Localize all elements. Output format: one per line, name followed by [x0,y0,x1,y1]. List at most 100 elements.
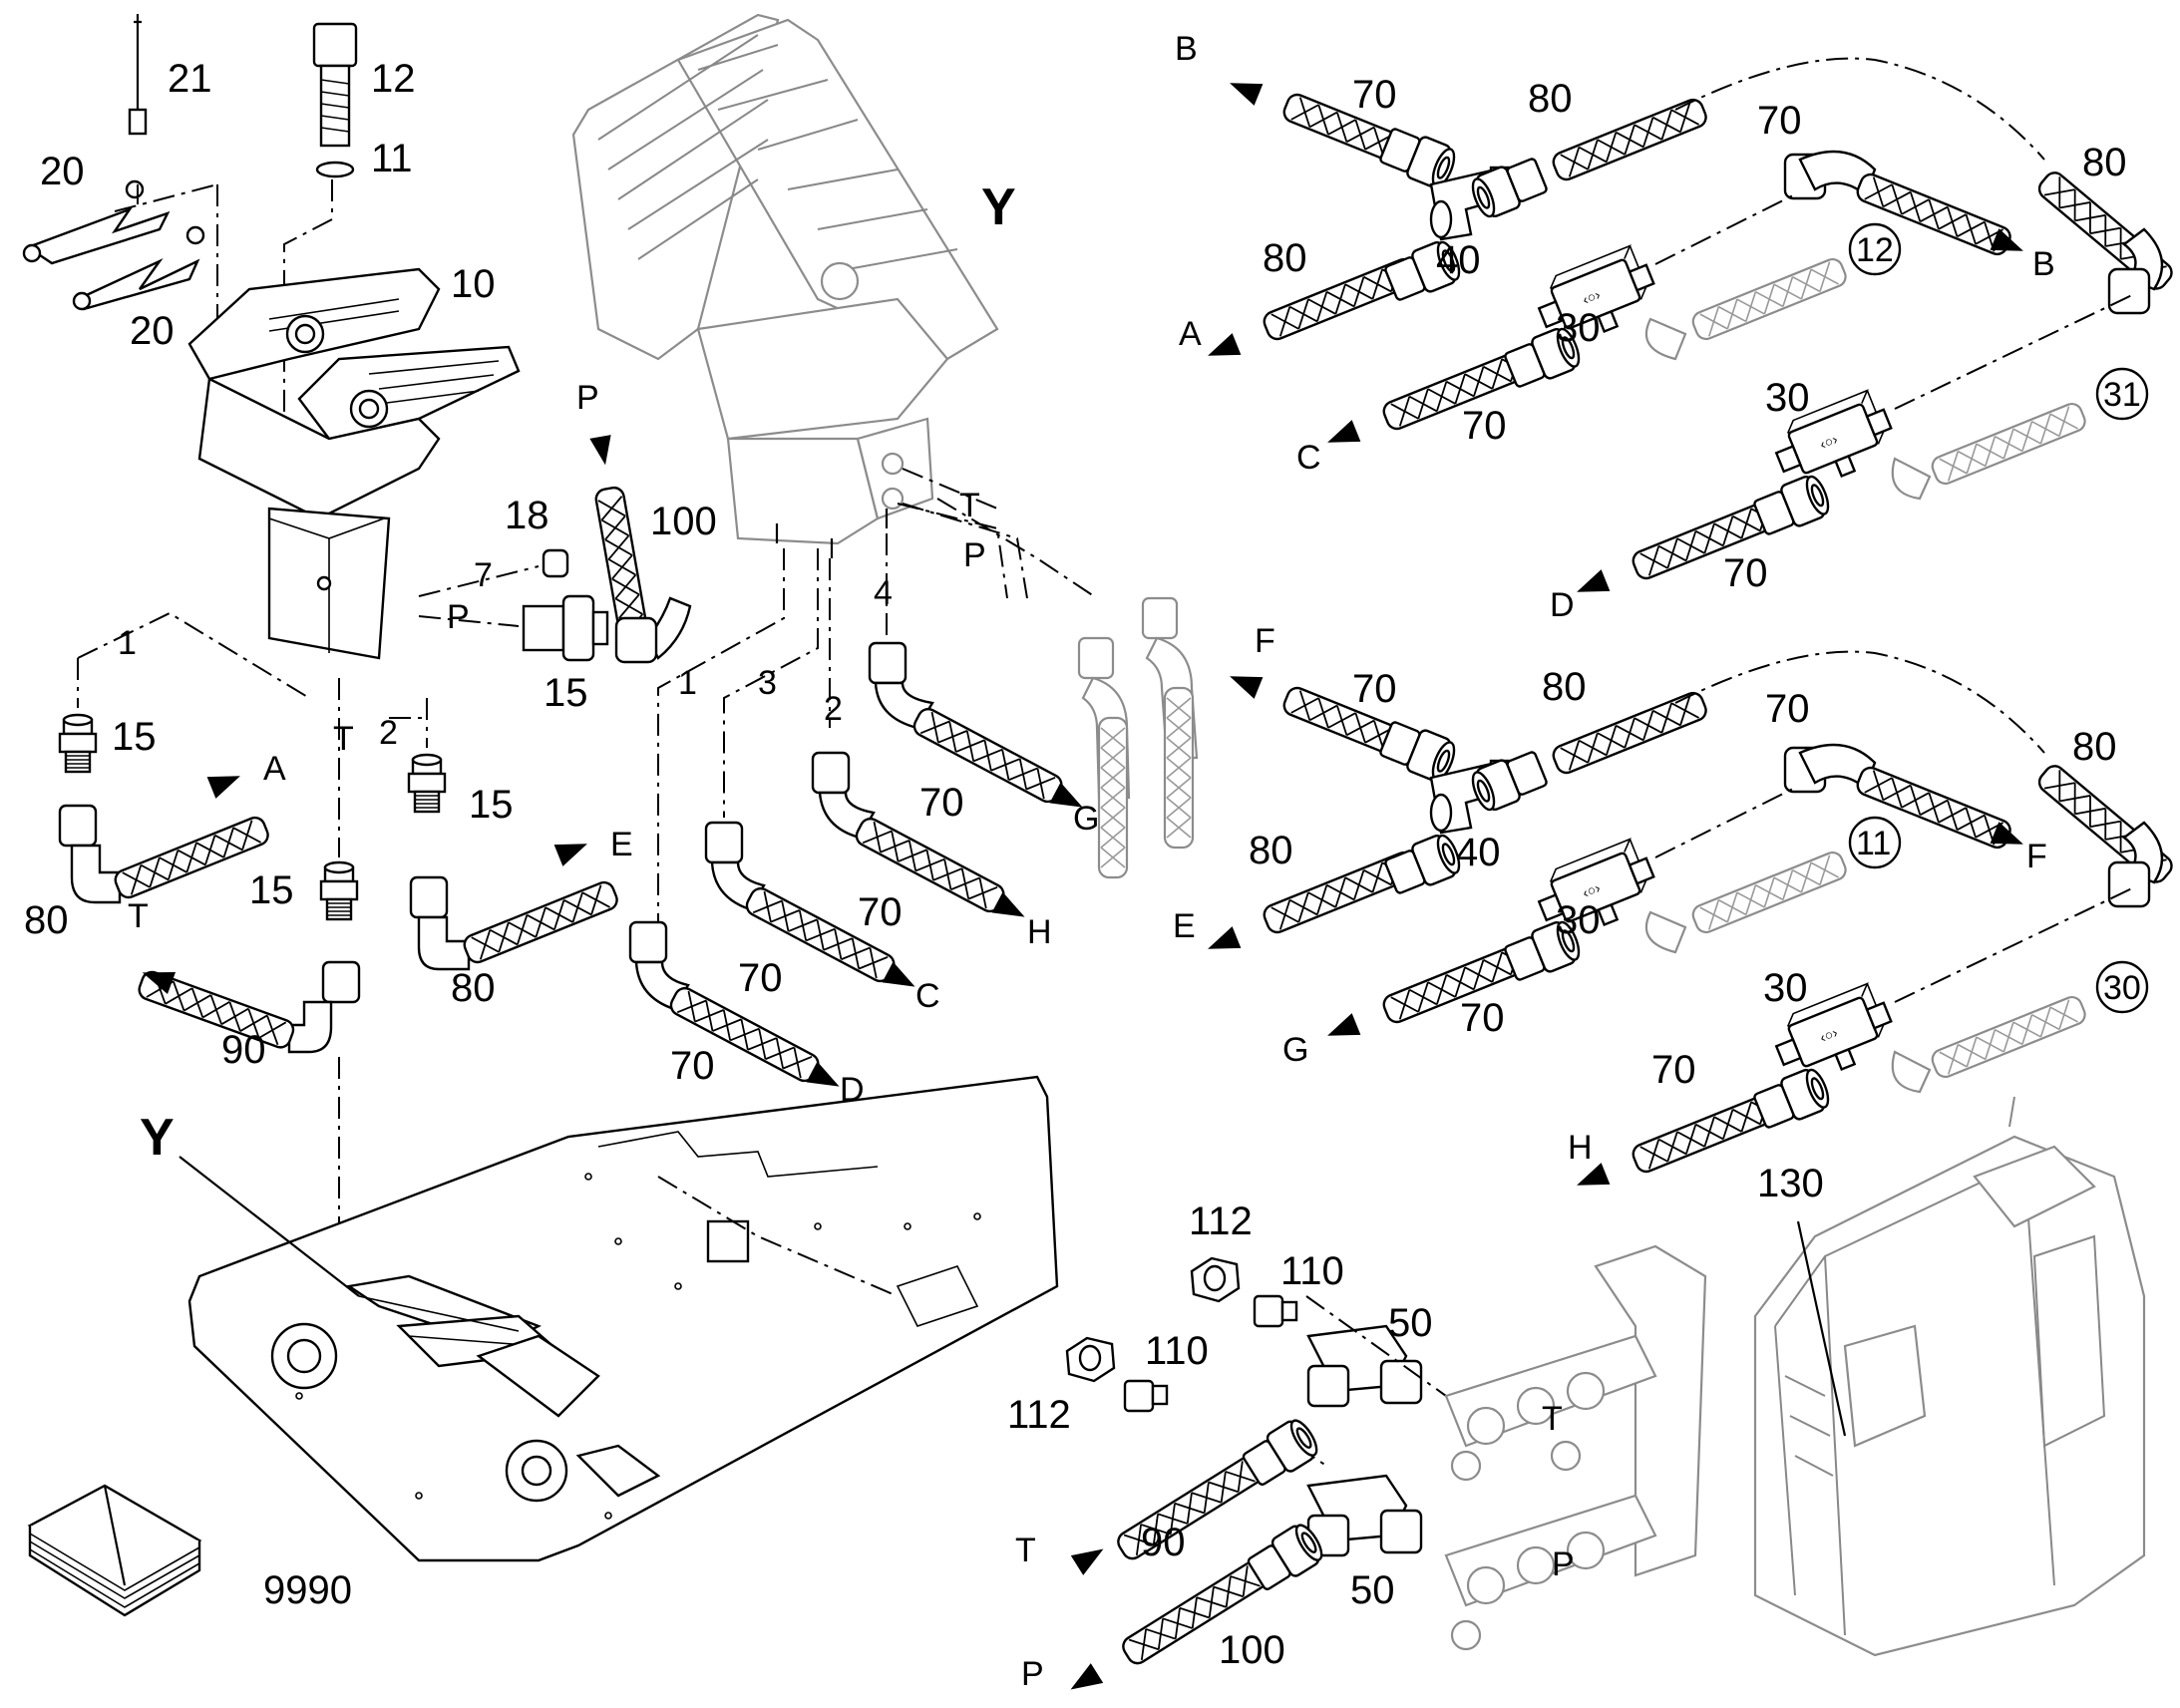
label-20-bottom: 20 [130,309,175,353]
label-15-b: 15 [112,715,157,759]
adapter-15-left [58,611,310,774]
label-70-r3: 70 [1462,404,1507,448]
label-g-r: G [1282,1031,1308,1069]
label-30-r1: 30 [1556,306,1601,350]
label-112-a: 112 [1189,1199,1253,1243]
label-70-r1: 70 [1352,73,1397,117]
adapter-15-t [319,678,359,921]
hose-100-top [589,435,692,664]
label-80-s1: 80 [1542,665,1587,709]
elbow-hose-70-1 [628,920,846,1097]
hose-assembly-f [1203,650,2177,1047]
label-d-r: D [1550,586,1575,624]
label-90-left: 90 [221,1028,266,1072]
label-15-a: 15 [544,671,588,715]
hose-assembly-b [1203,57,2177,454]
label-70-d: 70 [670,1044,715,1088]
label-70-g: 70 [919,781,964,825]
label-15-d: 15 [249,868,294,912]
label-80-r1: 80 [1528,77,1573,121]
label-80-r3: 80 [1263,236,1307,280]
label-9990: 9990 [263,1568,352,1612]
fittings-112-110-50 [1064,1256,1447,1700]
label-2-mid: 2 [824,690,843,728]
label-1-left: 1 [118,624,137,662]
label-f-2: F [2026,838,2047,875]
label-80-s2: 80 [2072,725,2117,769]
label-110-a: 110 [1280,1249,1344,1293]
label-70-c: 70 [738,956,783,1000]
label-d-mid: D [840,1071,865,1109]
label-circle-11: 11 [1856,825,1891,862]
label-112-b: 112 [1007,1393,1071,1437]
fitting-18 [418,548,569,597]
hose-assembly-h [1572,886,2135,1196]
label-p-top: P [576,379,599,417]
label-40-r1: 40 [1436,238,1481,282]
label-18: 18 [505,494,549,537]
manual-9990 [27,1484,202,1617]
pedal-valve-y [571,13,1098,927]
label-circle-12: 12 [1856,231,1894,269]
label-b-2: B [2032,245,2055,283]
label-80-mid: 80 [451,966,496,1010]
label-70-s2: 70 [1765,687,1810,731]
ghost-elbows-tp [1077,596,1199,879]
label-21: 21 [168,57,212,101]
label-c-r: C [1296,439,1321,477]
label-70-s4: 70 [1651,1048,1696,1092]
label-f-1: F [1255,622,1275,660]
label-7: 7 [474,556,493,594]
label-2-left: 2 [379,714,398,752]
label-a-left: A [263,750,286,788]
label-70-h: 70 [858,890,903,934]
label-80-left: 80 [24,898,69,942]
label-70-s1: 70 [1352,667,1397,711]
cab-floor-plate [179,1075,1059,1562]
elbow-hose-70-2 [811,751,1031,927]
label-h-mid: H [1027,913,1052,951]
elbow-80-left [58,765,272,904]
label-20-top: 20 [40,150,85,193]
label-y-top: Y [981,178,1016,236]
elbow-hose-70-4 [868,641,1089,818]
label-t-manifold: T [1542,1400,1563,1438]
label-circle-31: 31 [2103,376,2141,414]
label-1-mid: 1 [678,664,697,702]
elbow-90-t [135,960,361,1326]
label-12: 12 [371,57,416,101]
label-e-mid: E [610,826,633,863]
label-30-r2: 30 [1765,376,1810,420]
label-a-r: A [1179,315,1202,353]
label-3-mid: 3 [758,664,777,702]
label-130: 130 [1757,1162,1824,1205]
label-70-r2: 70 [1757,99,1802,143]
label-80-r2: 80 [2082,141,2127,184]
hose-assembly-d [1572,293,2135,603]
label-70-s3: 70 [1460,996,1505,1040]
elbow-hose-70-3 [704,821,921,997]
label-110-b: 110 [1145,1329,1209,1373]
elbow-80-mid [409,833,621,971]
label-100-bottom: 100 [1219,1628,1285,1672]
label-4-mid: 4 [874,574,893,612]
label-p-manifold: P [1552,1545,1575,1583]
label-y-left: Y [140,1109,175,1167]
label-70-r4: 70 [1723,551,1768,595]
label-p-bottom: P [1021,1655,1044,1693]
label-30-s2: 30 [1763,966,1808,1010]
callout-labels: 21 20 20 12 11 10 18 7 P 15 100 P 1 15 A… [24,30,2141,1693]
label-e-r: E [1173,907,1196,945]
label-c-mid: C [915,977,940,1015]
adapter-15-mid [389,698,447,814]
label-t-valve: T [959,487,980,524]
fitting-15-p [418,594,609,662]
label-11: 11 [371,137,413,180]
manifold-ghost [1444,1244,1707,1651]
label-50-b: 50 [1350,1568,1395,1612]
label-p-valve: P [963,536,986,574]
label-50-a: 50 [1388,1301,1433,1345]
label-circle-30: 30 [2103,969,2141,1007]
label-p-left: P [447,598,470,636]
label-g-mid: G [1073,800,1099,838]
